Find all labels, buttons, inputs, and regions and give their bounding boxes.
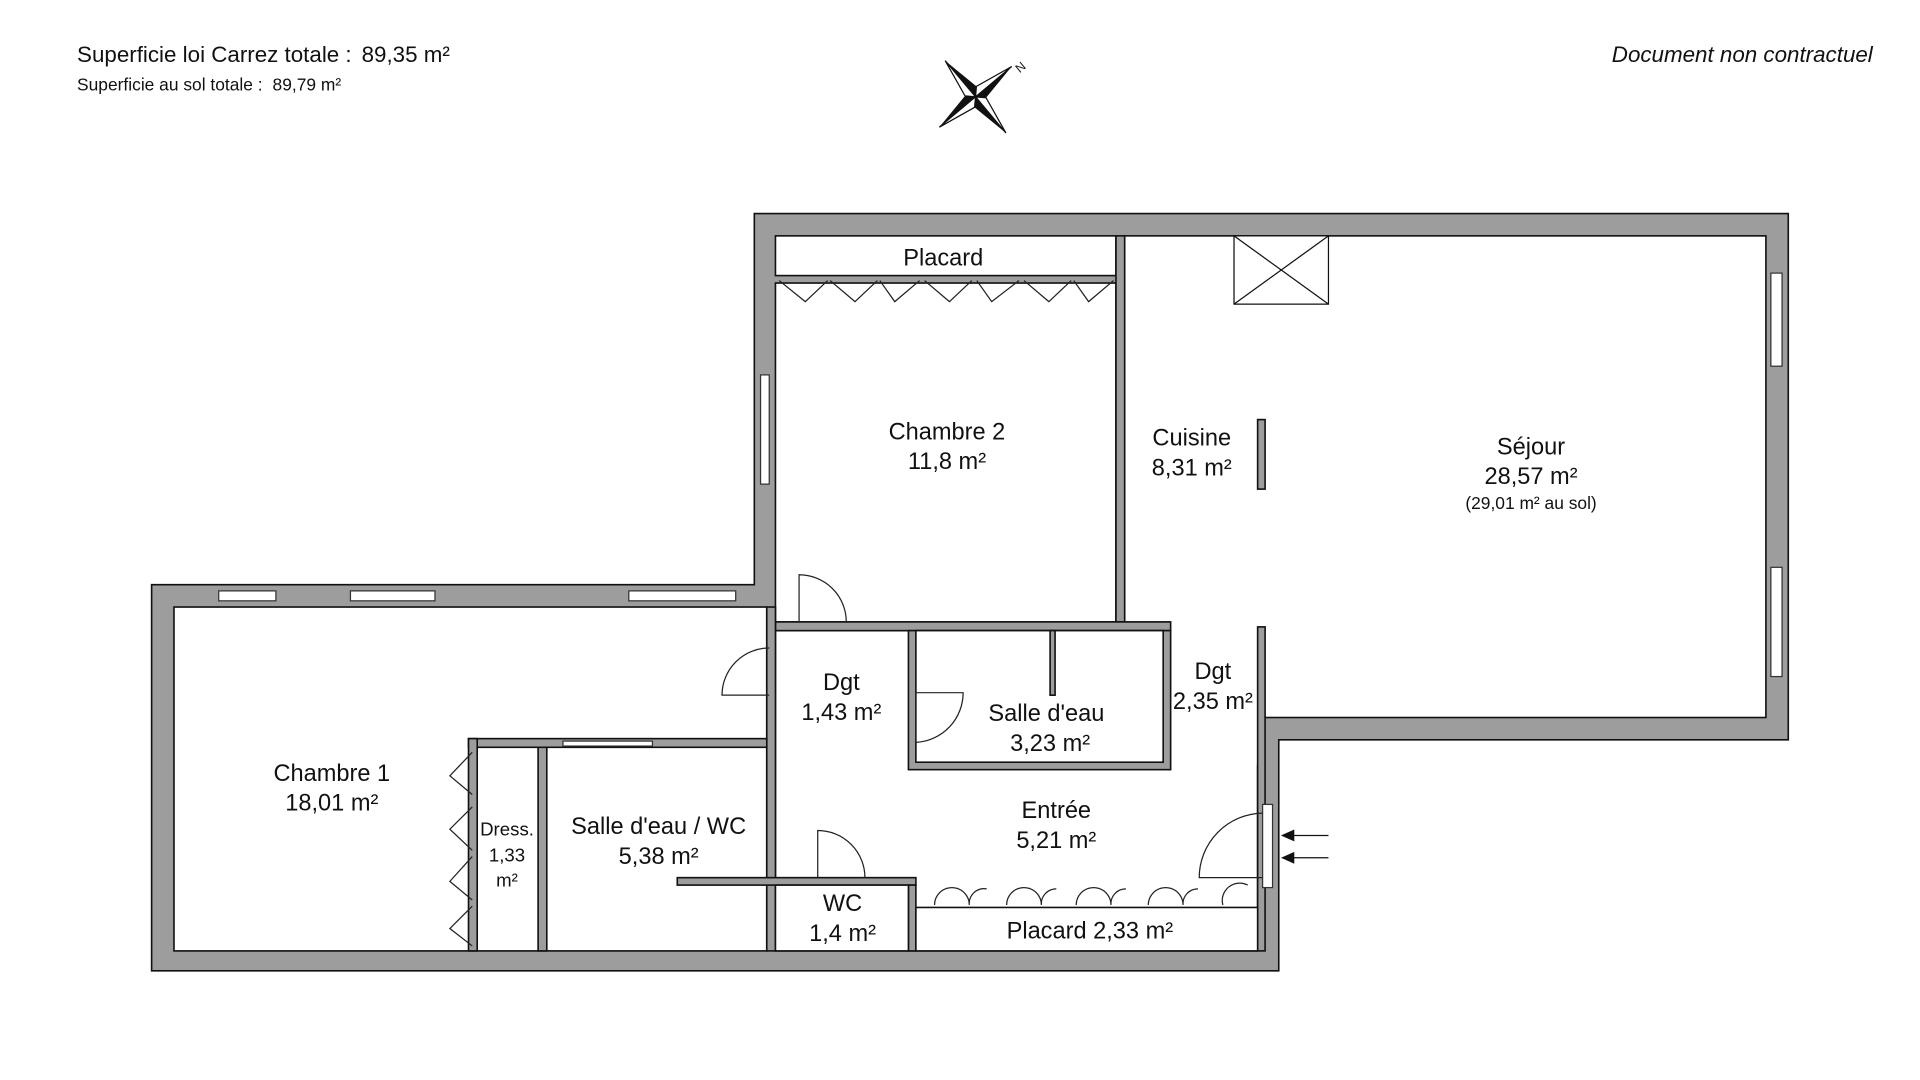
label-chambre-2: Chambre 2 <box>889 418 1006 444</box>
area-salle-eau: 3,23 m² <box>1010 730 1090 756</box>
label-salle-eau: Salle d'eau <box>988 700 1104 726</box>
label-wc: WC <box>823 890 862 916</box>
wall <box>537 746 548 952</box>
doors[interactable] <box>448 280 1263 947</box>
area-wc: 1,4 m² <box>809 920 876 946</box>
room-dgt-2 <box>1170 615 1258 765</box>
area-dgt-2: 2,35 m² <box>1173 688 1253 714</box>
area-salle-eau-wc: 5,38 m² <box>619 843 699 869</box>
label-entree: Entrée <box>1022 797 1092 823</box>
wall <box>774 621 1172 632</box>
label-dgt-1: Dgt <box>823 669 860 695</box>
area-chambre-1: 18,01 m² <box>285 790 378 816</box>
sol-total: Superficie au sol totale :89,79 m² <box>77 75 341 95</box>
floor-area-sejour: (29,01 m² au sol) <box>1465 493 1596 513</box>
wall <box>467 737 479 952</box>
skylight-icon <box>1233 235 1330 305</box>
room-placard <box>774 235 1117 277</box>
label-dressing: Dress. <box>480 818 534 839</box>
room-placard-2 <box>915 906 1259 952</box>
room-wc <box>774 884 910 952</box>
label-dgt-2: Dgt <box>1195 658 1232 684</box>
north-label: N <box>1013 59 1029 75</box>
area-dgt-1: 1,43 m² <box>801 699 881 725</box>
unit-dressing: m² <box>496 869 518 890</box>
wall <box>1256 418 1266 490</box>
wall <box>765 606 777 952</box>
area-dressing: 1,33 <box>489 845 525 866</box>
label-salle-eau-wc: Salle d'eau / WC <box>571 813 746 839</box>
disclaimer: Document non contractuel <box>1612 42 1874 67</box>
wall <box>1256 626 1266 952</box>
carrez-total: Superficie loi Carrez totale :89,35 m² <box>77 42 450 67</box>
wall <box>676 876 917 886</box>
compass-icon <box>938 60 1013 134</box>
windows <box>218 272 1783 889</box>
area-cuisine: 8,31 m² <box>1152 454 1232 480</box>
area-chambre-2: 11,8 m² <box>908 448 986 474</box>
label-placard: Placard <box>903 245 983 271</box>
area-entree: 5,21 m² <box>1016 827 1096 853</box>
entrance-arrows-icon <box>1280 829 1329 864</box>
label-sejour: Séjour <box>1497 433 1565 459</box>
wall <box>1049 629 1056 696</box>
wall <box>1115 235 1126 623</box>
label-chambre-1: Chambre 1 <box>273 760 390 786</box>
wall <box>907 884 917 952</box>
area-sejour: 28,57 m² <box>1484 463 1577 489</box>
label-placard-2: Placard 2,33 m² <box>1007 917 1174 943</box>
label-cuisine: Cuisine <box>1152 425 1231 451</box>
